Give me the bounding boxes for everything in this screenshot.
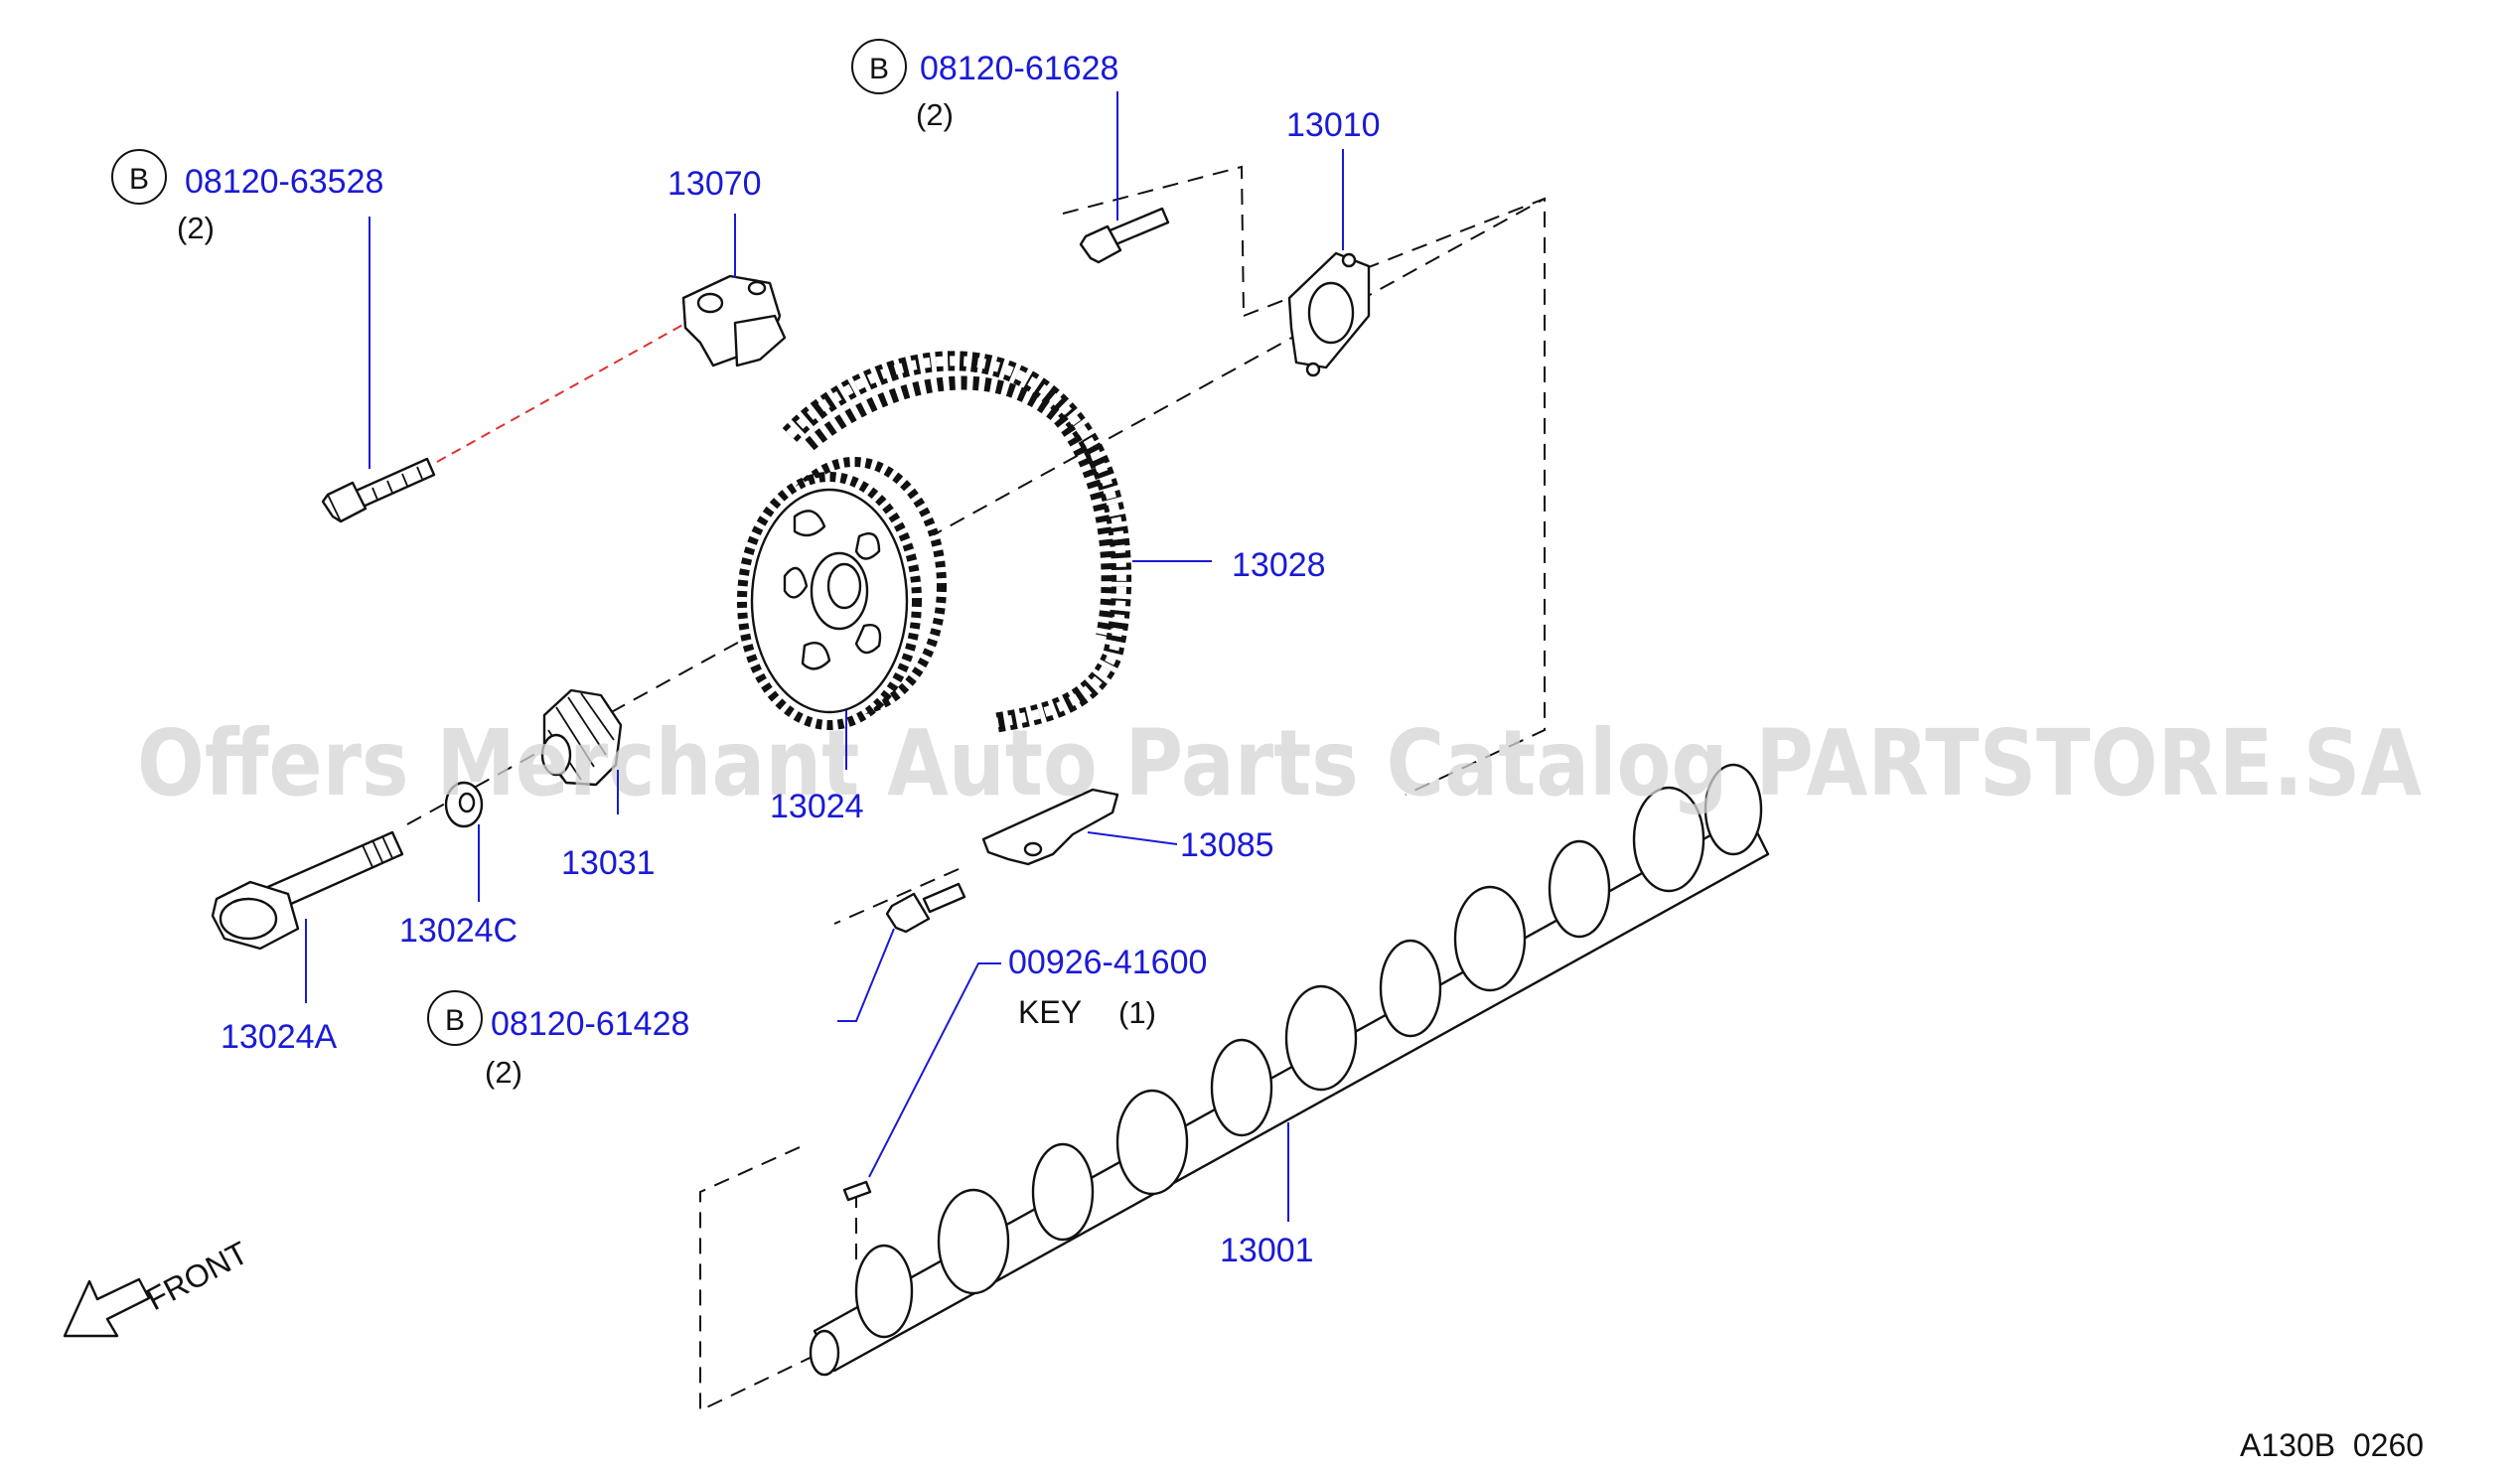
part-number-13085[interactable]: 13085 bbox=[1180, 826, 1274, 864]
diagram-code: A130B 0260 bbox=[2240, 1427, 2424, 1463]
bolt-13024A-drawing[interactable] bbox=[211, 830, 404, 951]
part-qty-08120-61428: (2) bbox=[485, 1055, 522, 1090]
part-number-13031[interactable]: 13031 bbox=[561, 844, 656, 882]
bolt-marker: B bbox=[445, 1004, 465, 1037]
bolt-08120-63528-drawing[interactable] bbox=[321, 457, 436, 523]
part-number-13010[interactable]: 13010 bbox=[1286, 106, 1381, 144]
washer-13024C-drawing[interactable] bbox=[444, 781, 484, 828]
bolt-08120-61628-drawing[interactable] bbox=[1079, 207, 1170, 264]
bolt-marker-circle bbox=[427, 990, 483, 1046]
part-number-00926-41600[interactable]: 00926-41600 bbox=[1008, 944, 1207, 981]
part-number-08120-61428[interactable]: 08120-61428 bbox=[491, 1005, 689, 1043]
key-label: KEY bbox=[1018, 994, 1082, 1030]
bolt-marker-circle bbox=[851, 39, 907, 94]
bolt-marker: B bbox=[129, 163, 149, 196]
camshaft-13001-drawing[interactable] bbox=[809, 763, 1770, 1377]
part-qty-08120-63528: (2) bbox=[177, 211, 215, 245]
part-number-08120-61628[interactable]: 08120-61628 bbox=[920, 50, 1118, 87]
chain-slipper-13085-drawing[interactable] bbox=[981, 788, 1119, 866]
front-arrow-icon bbox=[63, 1277, 151, 1338]
part-number-08120-63528[interactable]: 08120-63528 bbox=[185, 163, 383, 201]
callout-08120-61428[interactable]: B 08120-61428 (2) bbox=[427, 990, 689, 1090]
part-number-13070[interactable]: 13070 bbox=[667, 165, 762, 203]
front-label: FRONT bbox=[140, 1235, 253, 1318]
key-00926-41600-drawing[interactable] bbox=[842, 1180, 872, 1202]
tensioner-13070-drawing[interactable] bbox=[681, 274, 787, 368]
part-number-13024A[interactable]: 13024A bbox=[221, 1018, 338, 1056]
highlight-line bbox=[436, 317, 696, 463]
callout-08120-63528[interactable]: B 08120-63528 (2) bbox=[111, 149, 383, 245]
bolt-marker-circle bbox=[111, 149, 167, 205]
part-number-13001[interactable]: 13001 bbox=[1220, 1232, 1314, 1269]
callout-08120-61628[interactable]: B 08120-61628 (2) bbox=[851, 39, 1118, 132]
part-number-13024C[interactable]: 13024C bbox=[399, 912, 518, 950]
camshaft-sprocket-13024-drawing[interactable] bbox=[737, 457, 947, 730]
key-qty: (1) bbox=[1118, 995, 1156, 1030]
part-qty-08120-61628: (2) bbox=[916, 97, 954, 132]
callout-key[interactable]: 00926-41600 KEY (1) bbox=[1008, 944, 1207, 1030]
bolt-marker: B bbox=[869, 53, 889, 85]
part-number-13024[interactable]: 13024 bbox=[770, 788, 864, 825]
chain-guide-13010-drawing[interactable] bbox=[1287, 251, 1371, 377]
bolt-08120-61428-drawing[interactable] bbox=[885, 882, 966, 934]
part-number-13028[interactable]: 13028 bbox=[1232, 546, 1326, 584]
watermark: Offers Merchant Auto Parts Catalog PARTS… bbox=[137, 710, 2422, 816]
timing-chain-13028-drawing[interactable] bbox=[782, 351, 1132, 733]
distributor-gear-13031-drawing[interactable] bbox=[540, 688, 623, 787]
leader-lines bbox=[305, 91, 1344, 1222]
